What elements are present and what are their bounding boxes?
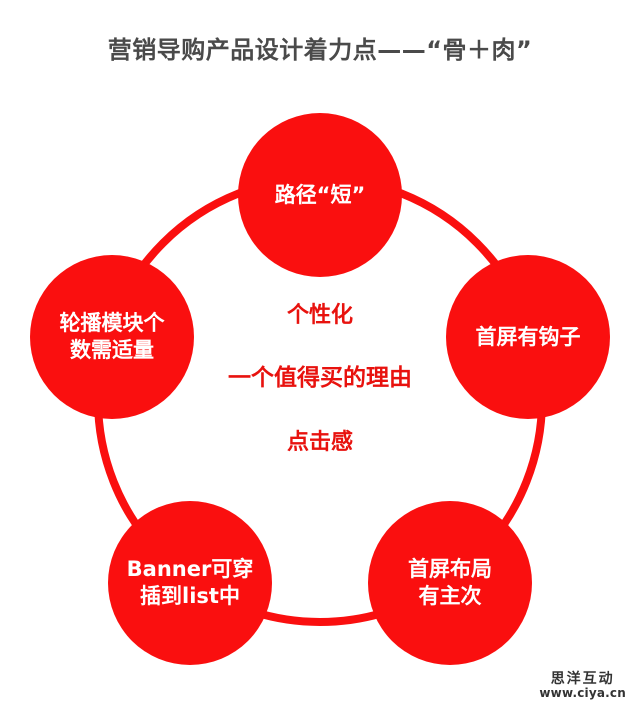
watermark: 思洋互动 www.ciya.cn [539, 671, 626, 701]
watermark-url: www.ciya.cn [539, 686, 626, 701]
node-circle-path-short[interactable] [238, 113, 402, 277]
page-title: 营销导购产品设计着力点——“骨＋肉” [107, 36, 533, 64]
node-circle-first-screen-hook[interactable] [446, 255, 610, 419]
node-circle-first-screen-layout[interactable] [368, 501, 532, 665]
node-circle-carousel-count[interactable] [30, 255, 194, 419]
watermark-brand: 思洋互动 [550, 671, 615, 688]
node-circle-banner-in-list[interactable] [108, 501, 272, 665]
